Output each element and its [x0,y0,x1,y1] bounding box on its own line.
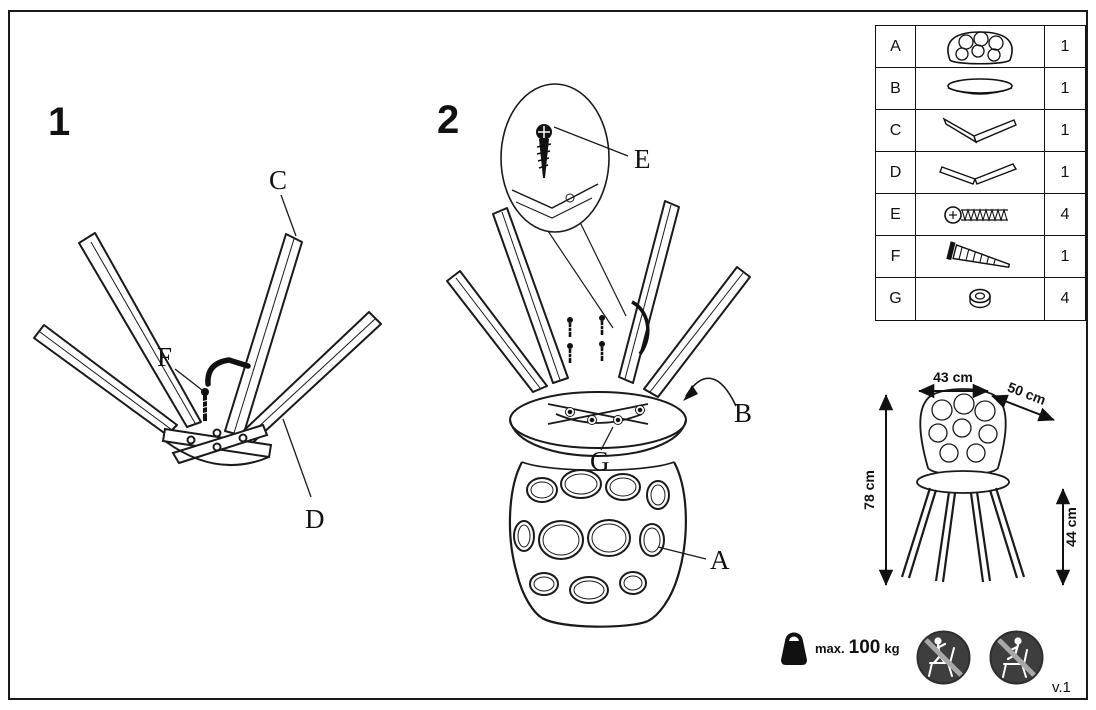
label-c: C [269,165,287,195]
dimension-chair [900,388,1026,583]
parts-row-d: D 1 [876,152,1085,194]
no-standing-on-chair-icon [916,630,971,685]
step2-diagram: E B G A [446,83,752,628]
parts-row-f: F 1 [876,236,1085,278]
max-load: max. 100 kg [778,628,900,668]
parts-row-b: B 1 [876,68,1085,110]
label-a: A [710,545,730,575]
part-qty-b: 1 [1060,79,1070,97]
washer-icon [916,278,1045,320]
label-d: D [305,504,325,534]
magnifier-callout [500,83,627,329]
parts-row-e: E 4 [876,194,1085,236]
parts-row-a: A 1 [876,26,1085,68]
leg-frame-front-icon [916,110,1045,151]
part-id-d: D [876,152,916,193]
label-e: E [634,144,651,174]
screws-e [567,315,605,363]
part-id-e: E [876,194,916,235]
zoom-region-arc [631,300,650,356]
step2-legs [446,200,751,398]
label-b-arrowhead [683,385,698,401]
parts-row-c: C 1 [876,110,1085,152]
step2-number: 2 [437,98,461,142]
machine-screw-icon [916,194,1045,235]
part-qty-a: 1 [1060,37,1070,55]
sheet-border [8,10,1088,700]
part-id-b: B [876,68,916,109]
weight-icon [781,632,807,665]
backrest-shell [508,461,687,628]
height-label: 78 cm [862,470,877,510]
washers [565,405,645,425]
max-load-prefix: max. [815,641,845,656]
parts-row-g: G 4 [876,278,1085,320]
part-qty-f: 1 [1060,247,1070,265]
label-g: G [590,446,610,476]
part-qty-e: 4 [1060,205,1070,223]
step1-diagram: C F D [33,165,382,534]
step1-legs [33,232,382,449]
wood-screw-icon [916,236,1045,277]
label-b: B [734,398,752,428]
part-id-f: F [876,236,916,277]
part-qty-d: 1 [1060,163,1070,181]
dimensions-diagram: 43 cm 50 cm 78 cm 44 cm [862,369,1079,586]
screw-and-key [200,357,251,421]
label-f: F [157,342,172,372]
label-a-leader [657,546,707,560]
seat-height-label: 44 cm [1063,507,1079,547]
part-id-c: C [876,110,916,151]
label-e-leader [553,126,629,157]
leg-frame-rear-icon [916,152,1045,193]
seat-cross-bracket [547,403,649,425]
version-label: v.1 [1052,679,1071,696]
seat-icon [916,68,1045,109]
step1-number: 1 [48,100,72,144]
backrest-shell-icon [916,26,1045,67]
part-id-a: A [876,26,916,67]
step1-cross-bracket [161,423,273,467]
max-load-value: 100 [848,637,881,658]
max-load-unit: kg [884,641,900,656]
part-qty-g: 4 [1060,290,1070,307]
magnified-screw [536,124,552,178]
width-label: 43 cm [933,369,973,385]
label-d-leader [282,418,312,498]
no-climbing-on-chair-icon [989,630,1044,685]
parts-table: A 1 B 1 C 1 D [875,25,1086,321]
part-id-g: G [876,278,916,320]
label-g-leader [600,426,614,451]
label-f-leader [174,368,203,391]
label-c-leader [280,194,297,237]
part-qty-c: 1 [1060,121,1070,139]
max-load-text: max. 100 kg [815,637,900,659]
depth-arrow [991,394,1055,422]
